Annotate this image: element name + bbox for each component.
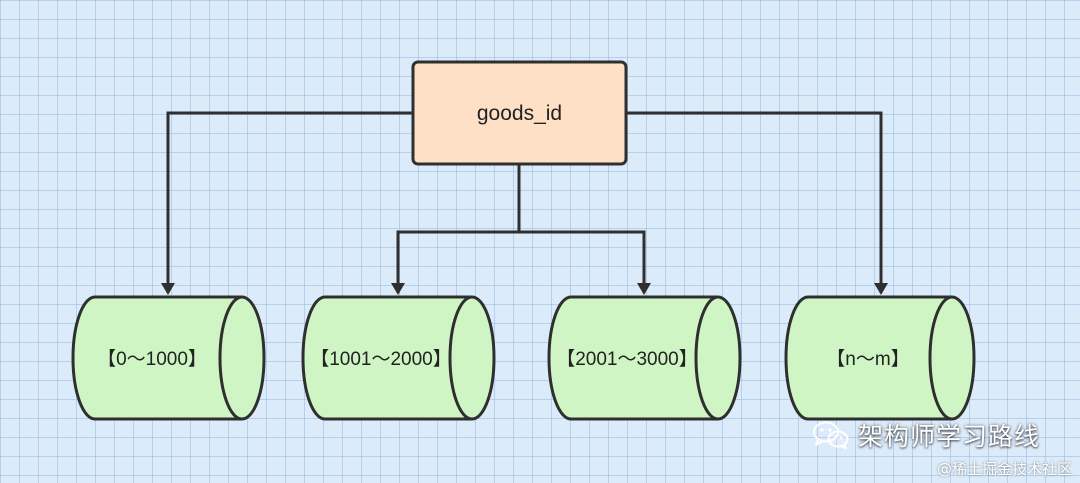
watermark-title: 架构师学习路线 xyxy=(858,422,1041,451)
shard-node-4-label: 【n～m】 xyxy=(826,348,909,370)
root-node-label: goods_id xyxy=(477,102,562,125)
connector-branch-to-shard-3 xyxy=(519,230,651,295)
shard-node-2-label: 【1001～2000】 xyxy=(310,348,452,370)
shard-node-3-label: 【2001～3000】 xyxy=(556,348,698,370)
shard-node-1: 【0～1000】 xyxy=(71,295,266,421)
root-node: goods_id xyxy=(411,60,628,166)
shard-node-3: 【2001～3000】 xyxy=(547,295,742,421)
wechat-icon xyxy=(813,421,849,449)
watermark-main: 架构师学习路线 xyxy=(812,418,1062,452)
shard-node-1-label: 【0～1000】 xyxy=(97,348,207,370)
watermark-subtitle: @稀土掘金技术社区 xyxy=(936,460,1072,478)
shard-node-4: 【n～m】 xyxy=(784,295,976,421)
connector-root-to-shard-4 xyxy=(626,111,888,295)
shard-node-2: 【1001～2000】 xyxy=(301,295,496,421)
connector-branch-to-shard-2 xyxy=(391,230,519,295)
connector-root-to-shard-1 xyxy=(161,111,413,295)
